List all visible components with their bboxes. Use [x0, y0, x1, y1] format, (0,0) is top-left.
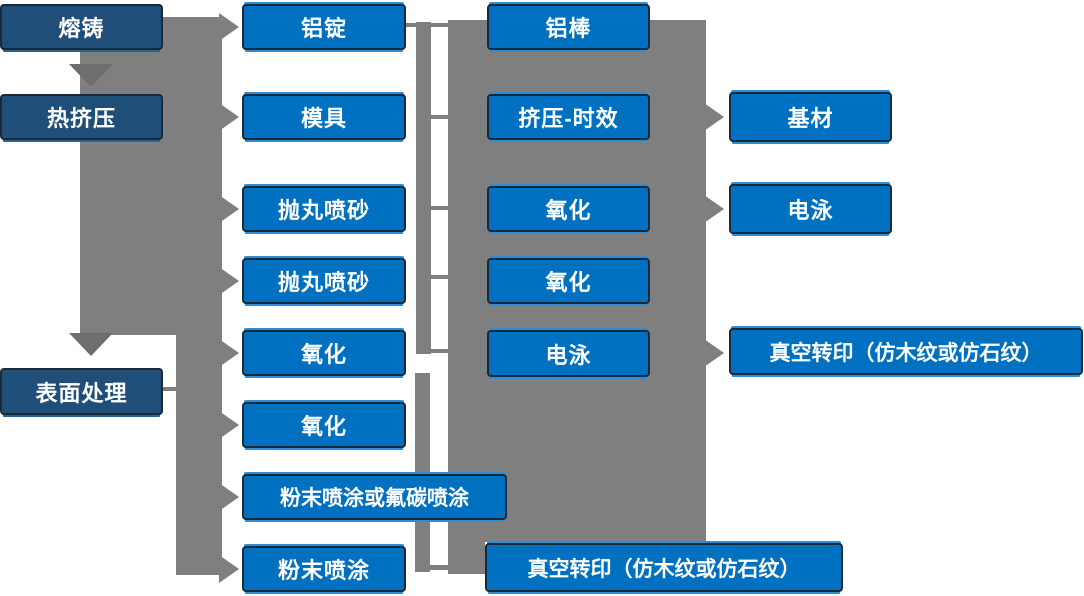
- connector-gap-tick-row1: [431, 23, 448, 27]
- node-powder-coating: 粉末喷涂: [242, 546, 406, 592]
- node-oxidation-a: 氧化: [242, 330, 406, 376]
- arrow-down-icon-to-hot-extrusion: [69, 64, 113, 87]
- arrow-right-icon-to-oxidation-b: [219, 411, 239, 439]
- node-hot-extrusion: 热挤压: [0, 94, 163, 140]
- connector-surface-treatment-tick: [163, 387, 177, 391]
- node-base-material: 基材: [729, 92, 892, 142]
- node-melting-casting: 熔铸: [0, 4, 163, 50]
- node-extrusion-aging: 挤压-时效: [487, 94, 650, 140]
- arrow-right-icon-to-powder-fluorocarbon: [219, 483, 239, 511]
- node-aluminum-ingot: 铝锭: [242, 4, 406, 50]
- node-oxidation-b: 氧化: [242, 402, 406, 448]
- node-aluminum-rod: 铝棒: [487, 4, 650, 50]
- node-oxidation-d: 氧化: [487, 258, 650, 304]
- node-electrophoresis-right: 电泳: [729, 184, 892, 234]
- node-vacuum-transfer-right: 真空转印（仿木纹或仿石纹）: [729, 328, 1083, 375]
- connector-mid-bar-upper: [416, 22, 431, 354]
- node-shot-blast-sandblast-1: 抛丸喷砂: [242, 186, 406, 232]
- node-vacuum-transfer-bottom: 真空转印（仿木纹或仿石纹）: [485, 543, 843, 592]
- arrow-right-icon-to-vacuum-transfer: [704, 339, 724, 367]
- node-electrophoresis-mid: 电泳: [487, 330, 650, 377]
- connector-gap-tick-row5: [431, 349, 448, 353]
- connector-stage-trunk-lower: [176, 335, 222, 575]
- node-powder-or-fluorocarbon-coating: 粉末喷涂或氟碳喷涂: [242, 474, 507, 520]
- node-mold: 模具: [242, 94, 406, 140]
- arrow-right-icon-to-shot-blast-2: [219, 267, 239, 295]
- node-shot-blast-sandblast-2: 抛丸喷砂: [242, 258, 406, 304]
- arrow-right-icon-to-shot-blast-1: [219, 195, 239, 223]
- connector-gap-tick-row2: [431, 115, 448, 119]
- node-surface-treatment: 表面处理: [0, 368, 163, 415]
- arrow-right-icon-to-electrophoresis: [704, 195, 724, 223]
- connector-bottom-tick: [430, 565, 450, 570]
- node-oxidation-c: 氧化: [487, 186, 650, 232]
- arrow-right-icon-to-oxidation-a: [219, 339, 239, 367]
- arrow-right-icon-to-powder-coating: [219, 555, 239, 583]
- arrow-right-icon-to-base-material: [704, 103, 724, 131]
- connector-gap-tick-row3: [431, 206, 448, 210]
- connector-process-block-foot: [448, 542, 485, 574]
- connector-mid-bar-lower: [415, 373, 430, 572]
- connector-ingot-tick: [405, 23, 417, 27]
- arrow-right-icon-to-mold: [219, 103, 239, 131]
- arrow-right-icon-to-aluminum-ingot: [219, 13, 239, 41]
- connector-gap-tick-row4: [431, 275, 448, 279]
- arrow-down-icon-to-surface-treatment: [69, 333, 113, 356]
